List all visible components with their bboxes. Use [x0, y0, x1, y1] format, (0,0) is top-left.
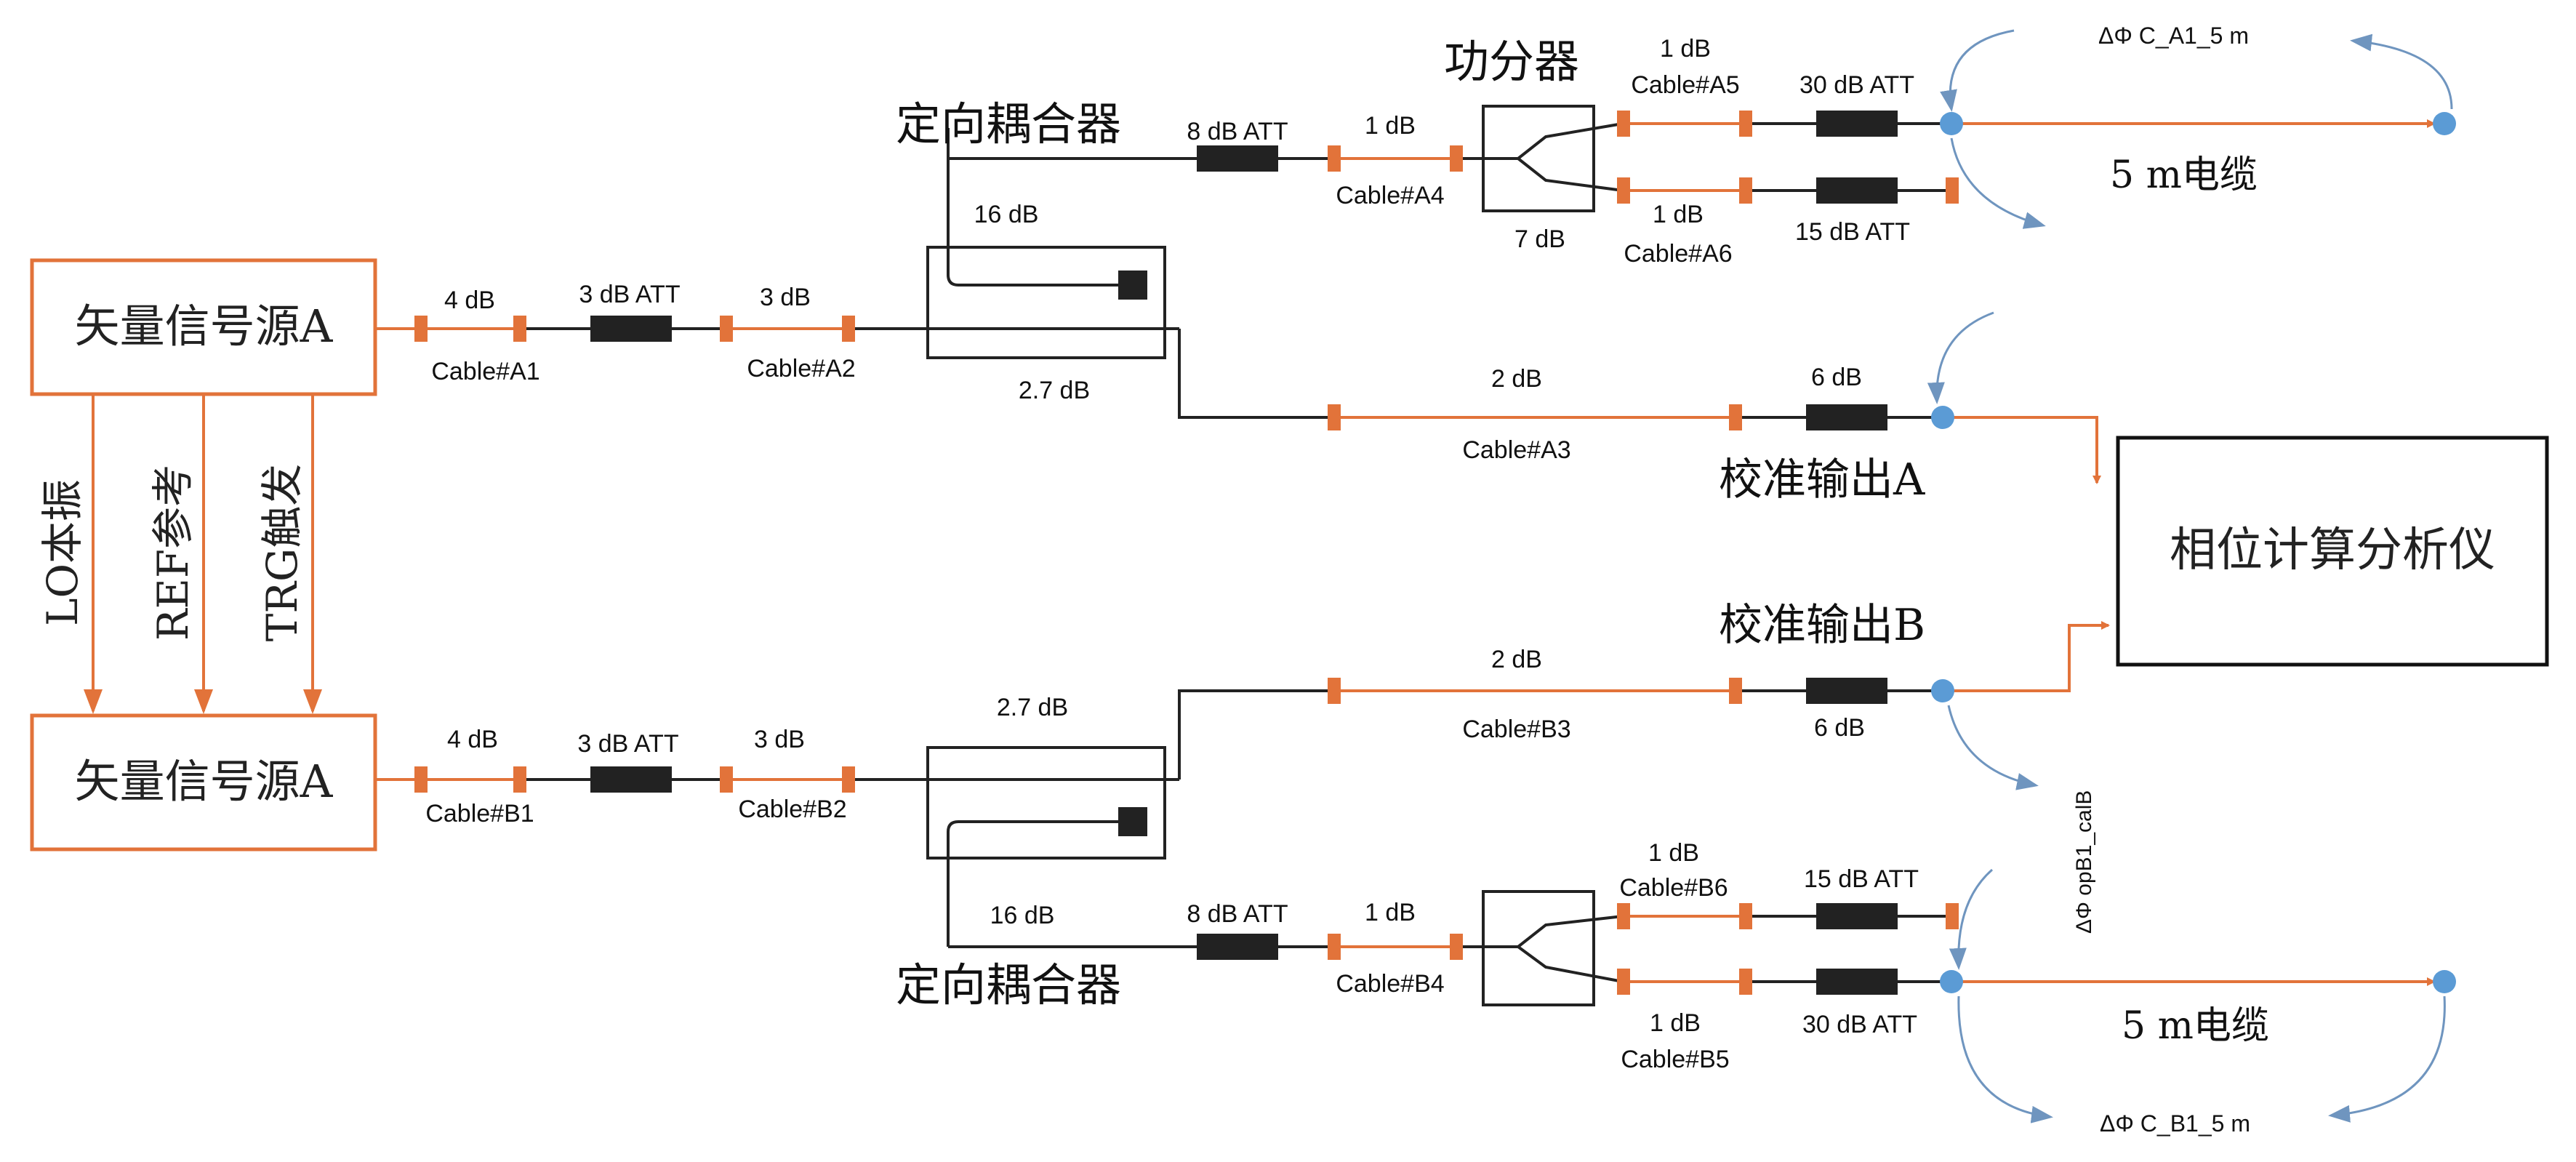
cable-b4-loss: 1 dB	[1365, 899, 1416, 926]
source-b-label: 矢量信号源A	[75, 755, 334, 808]
cable-a2-label: Cable#A2	[747, 355, 855, 382]
cable-a4-label: Cable#A4	[1336, 182, 1444, 209]
source-a-box	[30, 258, 377, 396]
splitter-b	[1482, 890, 1595, 1006]
delta-phi-cal-label: ΔΦ opB1_calB	[2072, 790, 2096, 934]
coupler-a	[926, 246, 1166, 359]
coupler-b-coupled: 16 dB	[990, 902, 1055, 929]
analyzer-label: 相位计算分析仪	[2170, 524, 2495, 577]
cable-b1-loss: 4 dB	[447, 726, 498, 753]
att-3db-a-label: 3 dB ATT	[579, 281, 680, 308]
trg-label: TRG触发	[257, 464, 307, 642]
att-8db-a-label: 8 dB ATT	[1187, 118, 1288, 145]
connectors	[414, 111, 1959, 995]
cal-out-a-label: 校准输出A	[1719, 454, 1925, 505]
cable-a6-loss: 1 dB	[1653, 201, 1704, 228]
cable-b2-label: Cable#B2	[738, 796, 846, 823]
delta-phi-b-label: ΔΦ C_B1_5 m	[2100, 1110, 2250, 1137]
cable-a3-label: Cable#A3	[1462, 436, 1570, 464]
cable-5m-b-label: 5 m电缆	[2122, 1004, 2269, 1048]
coupler-b	[926, 746, 1166, 860]
cable-b5-loss: 1 dB	[1650, 1009, 1701, 1037]
cable-b1-label: Cable#B1	[425, 800, 534, 828]
cable-a1-label: Cable#A1	[431, 358, 539, 385]
delta-phi-a-label: ΔΦ C_A1_5 m	[2098, 23, 2249, 49]
att-30db-a-label: 30 dB ATT	[1799, 71, 1914, 99]
lo-label: LO本振	[38, 479, 87, 626]
ref-label: REF参考	[148, 465, 198, 641]
coupler-b-label: 定向耦合器	[896, 958, 1121, 1011]
splitter-a-label: 功分器	[1444, 35, 1579, 88]
cable-5m-a-label: 5 m电缆	[2110, 153, 2258, 197]
cable-b3-label: Cable#B3	[1462, 716, 1570, 743]
att-15db-b-label: 15 dB ATT	[1804, 865, 1919, 893]
att-30db-b-label: 30 dB ATT	[1802, 1011, 1917, 1038]
path-a-wires	[375, 119, 2436, 484]
coupler-b-through: 2.7 dB	[997, 694, 1068, 721]
cable-a5-loss: 1 dB	[1660, 35, 1711, 63]
cable-a4-loss: 1 dB	[1365, 112, 1416, 140]
source-b-box	[30, 713, 377, 852]
cable-b2-loss: 3 dB	[754, 726, 805, 753]
source-a-label: 矢量信号源A	[75, 300, 334, 353]
cable-b3-loss: 2 dB	[1491, 646, 1542, 673]
analyzer-box	[2116, 436, 2549, 667]
cable-a1-loss: 4 dB	[444, 287, 495, 314]
ports	[1931, 112, 2456, 993]
cable-b6-loss: 1 dB	[1648, 839, 1699, 867]
cal-out-b-label: 校准输出B	[1719, 600, 1925, 651]
att-3db-b-label: 3 dB ATT	[577, 730, 678, 758]
coupler-a-through: 2.7 dB	[1019, 377, 1090, 404]
att-15db-a-label: 15 dB ATT	[1795, 218, 1910, 246]
coupler-a-label: 定向耦合器	[896, 97, 1121, 151]
cable-a6-label: Cable#A6	[1624, 240, 1732, 268]
splitter-a	[1482, 105, 1595, 212]
cable-a5-label: Cable#A5	[1631, 71, 1739, 99]
cable-b6-label: Cable#B6	[1619, 874, 1728, 902]
att-6db-a-label: 6 dB	[1811, 364, 1862, 391]
cable-a3-loss: 2 dB	[1491, 365, 1542, 393]
cable-b5-label: Cable#B5	[1621, 1046, 1729, 1073]
att-6db-b-label: 6 dB	[1814, 714, 1865, 742]
coupler-a-coupled: 16 dB	[974, 201, 1039, 228]
cable-a2-loss: 3 dB	[760, 284, 811, 311]
splitter-a-loss: 7 dB	[1514, 225, 1565, 253]
path-b-wires	[375, 621, 2436, 986]
attenuators	[590, 111, 1898, 995]
att-8db-b-label: 8 dB ATT	[1187, 900, 1288, 928]
cable-b4-label: Cable#B4	[1336, 970, 1444, 998]
phase-arrows	[1927, 29, 2453, 1123]
